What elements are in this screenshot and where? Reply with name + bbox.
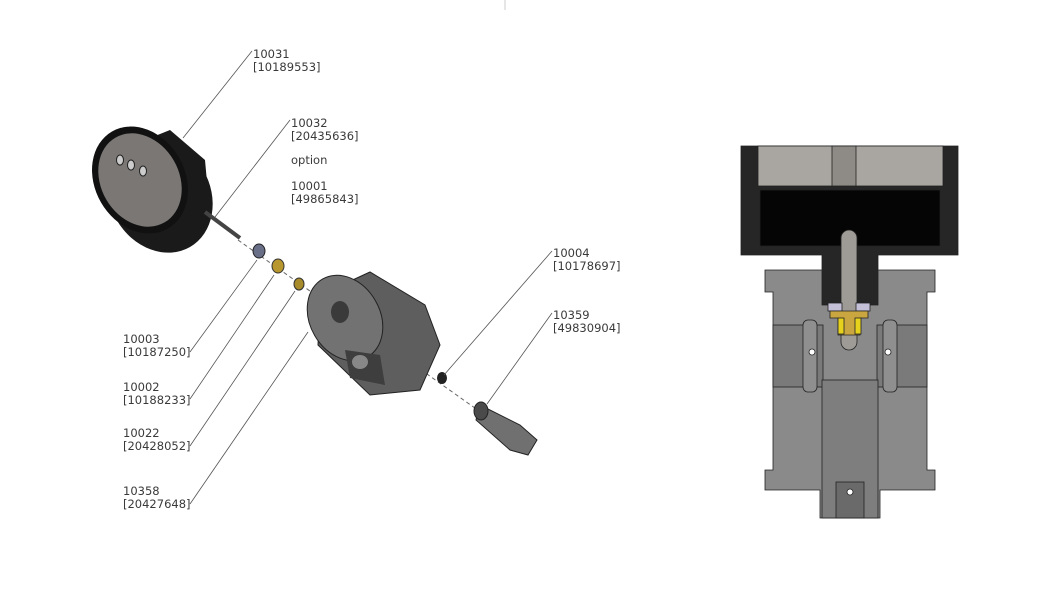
callout-item: 10002 [123, 380, 160, 394]
callout-part: [20435636] [291, 129, 359, 143]
leader-10022 [189, 290, 296, 447]
fitting-part-10359 [473, 401, 538, 456]
callout-part: [20428052] [123, 439, 191, 453]
section-view [740, 145, 959, 519]
callout-item: 10032 [291, 116, 328, 130]
ring-part-10002 [271, 258, 285, 274]
seat-part-10022 [293, 277, 305, 291]
cap-part-10031 [92, 126, 213, 253]
callout-item: 10004 [553, 246, 590, 260]
callout-item: 10001 [291, 179, 328, 193]
callout-part: [10187250] [123, 345, 191, 359]
callout-part: [49865843] [291, 192, 359, 206]
leader-10359 [486, 312, 553, 405]
callout-item: 10022 [123, 426, 160, 440]
callout-item: 10003 [123, 332, 160, 346]
leader-10002 [189, 274, 275, 400]
callout-part: [10188233] [123, 393, 191, 407]
leader-10031 [182, 50, 253, 139]
callout-item: 10359 [553, 308, 590, 322]
callout-part: [20427648] [123, 497, 191, 511]
leader-10032 [214, 119, 291, 218]
callout-item: 10358 [123, 484, 160, 498]
assembly-axis [237, 239, 521, 441]
option-label: option [291, 153, 327, 167]
washer-part-10003 [252, 243, 266, 259]
pin-part-10032 [203, 210, 242, 240]
callout-part: [10178697] [553, 259, 621, 273]
leader-10004 [443, 250, 553, 376]
callout-item: 10031 [253, 47, 290, 61]
leader-10003 [189, 259, 258, 353]
leader-10358 [189, 331, 309, 505]
callout-part: [49830904] [553, 321, 621, 335]
callout-part: [10189553] [253, 60, 321, 74]
body-part-10358 [306, 271, 441, 396]
